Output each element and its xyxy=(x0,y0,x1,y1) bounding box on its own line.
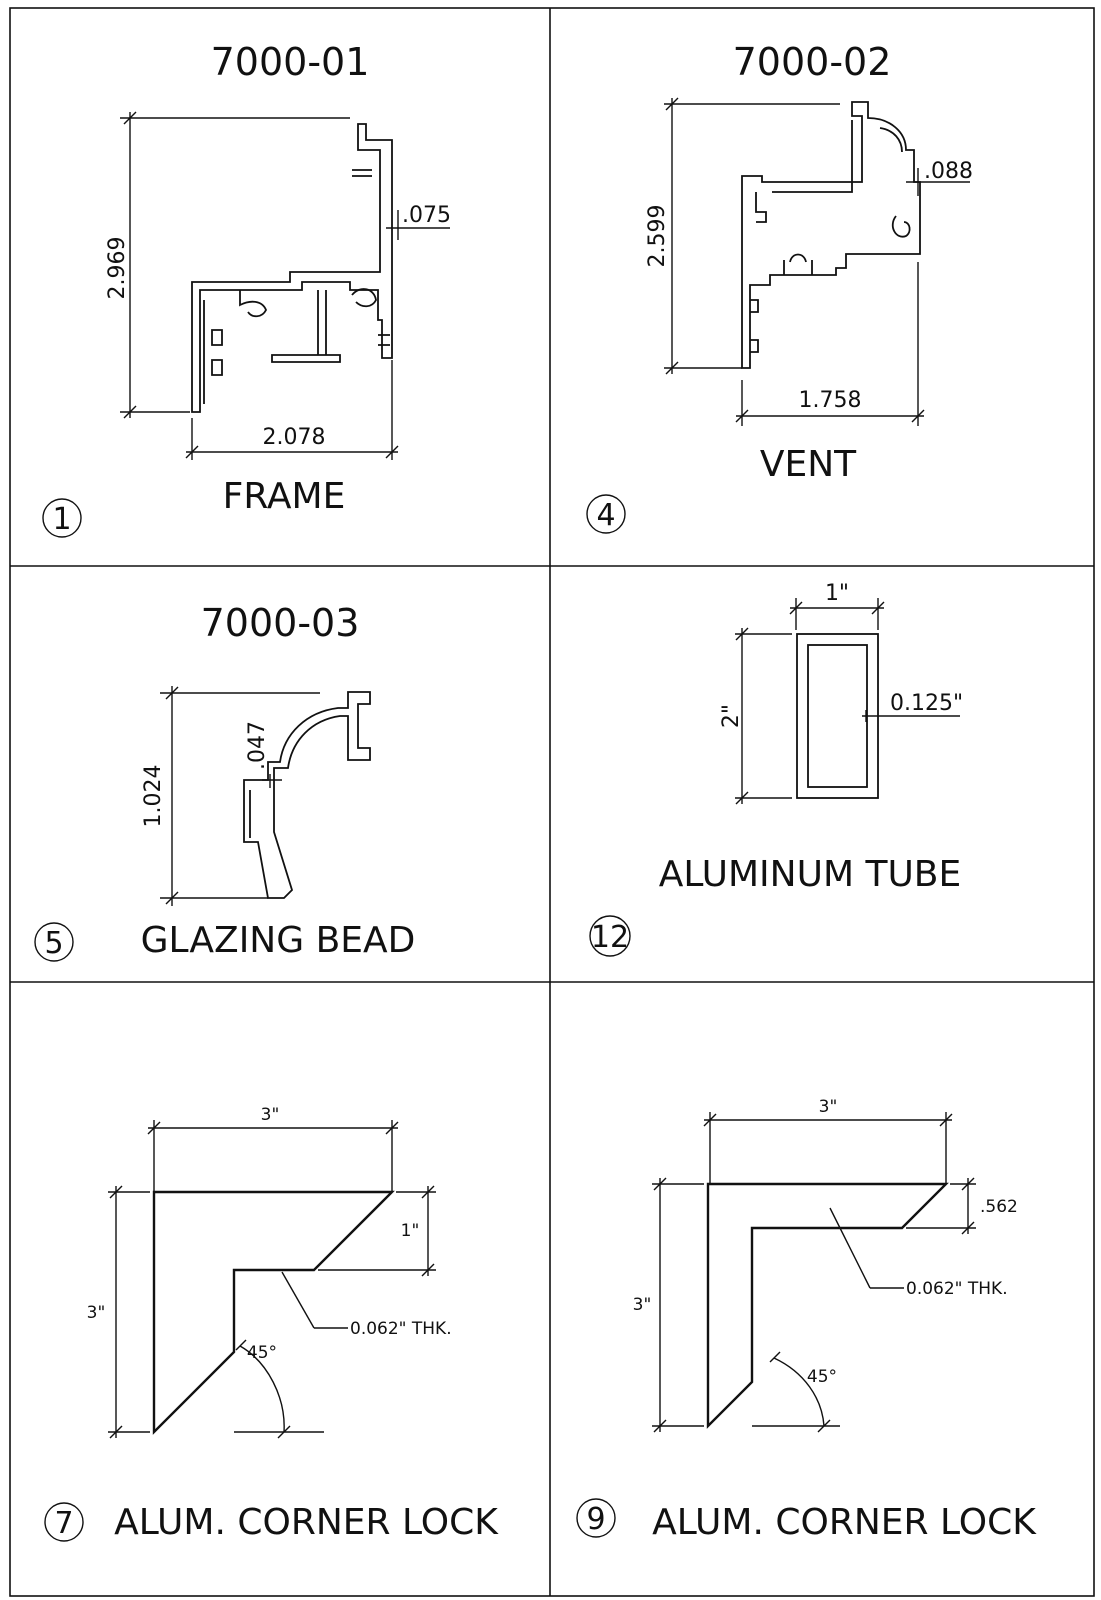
corner-lock-outline xyxy=(706,1182,949,1429)
wall-dimension: .075 xyxy=(386,203,451,240)
svg-text:0.125": 0.125" xyxy=(890,691,963,716)
angle-dimension: 45° xyxy=(752,1351,840,1433)
detail-number-badge: 1 xyxy=(42,498,82,538)
svg-text:12: 12 xyxy=(591,920,629,955)
leg-dimension: .562 xyxy=(906,1177,1018,1235)
frame-profile xyxy=(191,123,393,413)
svg-text:1.758: 1.758 xyxy=(799,388,862,413)
width-dimension: 3" xyxy=(703,1097,953,1184)
detail-number-badge: 5 xyxy=(34,922,74,962)
wall-dimension: .047 xyxy=(245,721,282,788)
detail-number-badge: 9 xyxy=(576,1498,616,1538)
svg-text:3": 3" xyxy=(633,1295,652,1315)
svg-text:.562: .562 xyxy=(980,1197,1018,1217)
angle-dimension: 45° xyxy=(234,1339,324,1439)
svg-text:3": 3" xyxy=(819,1097,838,1117)
glazing-bead-profile xyxy=(243,691,371,899)
part-name: ALUM. CORNER LOCK xyxy=(652,1502,1037,1543)
part-name: VENT xyxy=(760,444,857,485)
svg-text:3": 3" xyxy=(87,1303,106,1323)
svg-text:1": 1" xyxy=(401,1221,420,1241)
sheet-grid xyxy=(9,7,1095,1597)
part-name: ALUMINUM TUBE xyxy=(659,854,961,895)
width-dimension: 1.758 xyxy=(735,262,925,426)
svg-text:.047: .047 xyxy=(245,721,270,770)
height-dimension: 3" xyxy=(633,1177,704,1433)
svg-text:1: 1 xyxy=(52,502,71,537)
svg-text:5: 5 xyxy=(44,926,63,961)
detail-number-badge: 7 xyxy=(44,1502,84,1542)
part-number: 7000-03 xyxy=(201,601,360,645)
svg-text:2.599: 2.599 xyxy=(645,205,670,268)
height-dimension: 2" xyxy=(719,627,792,805)
svg-text:9: 9 xyxy=(586,1502,605,1537)
panel-vent: 7000-02 2.599 .088 xyxy=(586,40,973,534)
corner-lock-outline xyxy=(152,1190,395,1435)
wall-dimension: 0.125" xyxy=(862,691,963,722)
vent-profile xyxy=(741,101,921,369)
part-name: FRAME xyxy=(223,476,346,517)
svg-text:1.024: 1.024 xyxy=(141,765,166,828)
svg-text:45°: 45° xyxy=(807,1367,837,1387)
height-dimension: 2.599 xyxy=(645,97,840,375)
height-dimension: 2.969 xyxy=(105,111,350,419)
part-name: ALUM. CORNER LOCK xyxy=(114,1502,499,1543)
height-dimension: 1.024 xyxy=(141,686,320,906)
width-dimension: 3" xyxy=(147,1105,399,1192)
panel-glazing-bead: 7000-03 1.024 .047 GLAZING BEAD 5 xyxy=(34,601,416,962)
part-name: GLAZING BEAD xyxy=(141,920,416,961)
svg-text:2": 2" xyxy=(719,704,744,728)
svg-text:0.062" THK.: 0.062" THK. xyxy=(906,1279,1008,1299)
height-dimension: 3" xyxy=(87,1185,150,1439)
svg-text:7: 7 xyxy=(54,1506,73,1541)
svg-text:1": 1" xyxy=(825,581,849,606)
width-dimension: 1" xyxy=(789,581,885,630)
svg-text:0.062" THK.: 0.062" THK. xyxy=(350,1319,452,1339)
wall-dimension: .088 xyxy=(906,159,973,196)
panel-aluminum-tube: 1" 2" 0.125" ALUMINUM TUBE 12 xyxy=(589,581,963,957)
thickness-callout: 0.062" THK. xyxy=(829,1207,1008,1299)
part-number: 7000-01 xyxy=(211,40,370,84)
svg-text:3": 3" xyxy=(261,1105,280,1125)
svg-text:.075: .075 xyxy=(402,203,451,228)
svg-text:2.078: 2.078 xyxy=(263,425,326,450)
panel-corner-lock-7: 3" 3" 1" 0.062" THK. xyxy=(44,1105,499,1543)
thickness-callout: 0.062" THK. xyxy=(281,1271,452,1339)
leg-dimension: 1" xyxy=(318,1185,436,1277)
part-number: 7000-02 xyxy=(733,40,892,84)
panel-frame: 7000-01 2.969 .075 xyxy=(42,40,451,538)
svg-text:2.969: 2.969 xyxy=(105,237,130,300)
width-dimension: 2.078 xyxy=(185,360,399,460)
svg-text:4: 4 xyxy=(596,498,615,533)
detail-number-badge: 12 xyxy=(589,915,631,957)
detail-number-badge: 4 xyxy=(586,494,626,534)
svg-text:45°: 45° xyxy=(247,1343,277,1363)
svg-text:.088: .088 xyxy=(924,159,973,184)
panel-corner-lock-9: 3" 3" .562 0.062" THK. xyxy=(576,1097,1037,1543)
